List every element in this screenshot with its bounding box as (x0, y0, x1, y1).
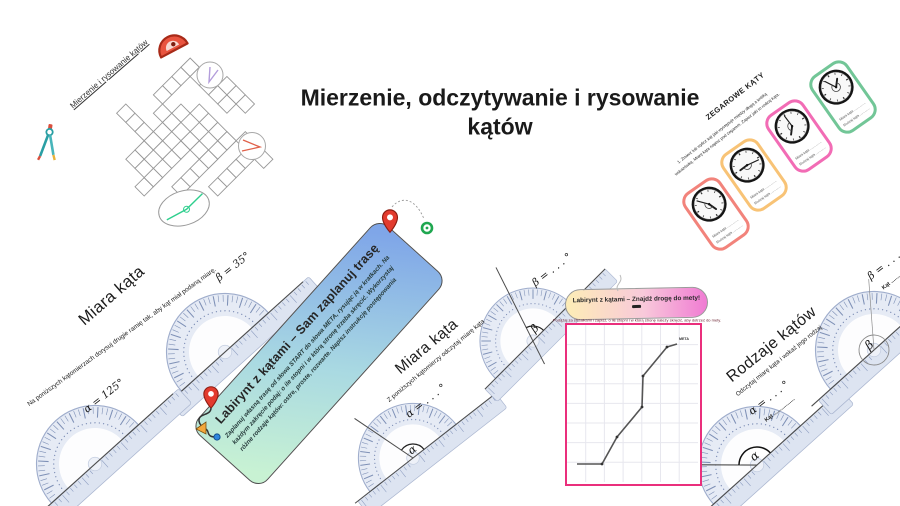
protractor-icon (158, 34, 189, 59)
start-dot-icon (213, 433, 221, 441)
maze-grid-lines (567, 325, 698, 482)
start-triangle-icon (195, 421, 207, 435)
protractor-types-alpha: α (661, 345, 855, 506)
angle-badge-acute (196, 61, 224, 89)
angle-badge-straight (158, 189, 210, 227)
start-route-line (198, 407, 217, 438)
clock-hands (824, 77, 841, 92)
protractor-read-alpha: α (323, 349, 508, 506)
finish-pin-icon (381, 209, 399, 234)
banner-squiggle (616, 274, 622, 292)
compass-icon (37, 124, 56, 161)
protractor-read-beta: β (446, 230, 619, 403)
page-title: Mierzenie, odczytywanie i rysowanie kątó… (300, 84, 700, 140)
clock-card-pink: Miara kąta .............. Rodzaj kąta ..… (765, 99, 833, 173)
clock-hands (696, 200, 718, 210)
protractor-alpha-125 (0, 344, 193, 506)
angle-badge-obtuse (238, 132, 266, 160)
clock-hands (783, 115, 794, 136)
clock-hands (739, 159, 760, 172)
meta-label: META (679, 337, 689, 341)
clock-card-orange: Miara kąta .............. Rodzaj kąta ..… (720, 138, 788, 212)
clock-card-green: Miara kąta .............. Rodzaj kąta ..… (809, 60, 877, 134)
maze-find-subtitle: Podążaj za strzałkami i zapisz, o ile st… (552, 317, 722, 323)
clock-card-red: Miara kąta .............. Rodzaj kąta ..… (682, 177, 750, 251)
maze-grid-box: META (565, 323, 702, 486)
protractor-beta-35 (129, 232, 323, 418)
maze-path-dots (600, 345, 669, 466)
protractor-types-beta: β (778, 230, 900, 416)
goal-pin-icon (420, 221, 434, 235)
start-pin-icon (203, 386, 219, 410)
